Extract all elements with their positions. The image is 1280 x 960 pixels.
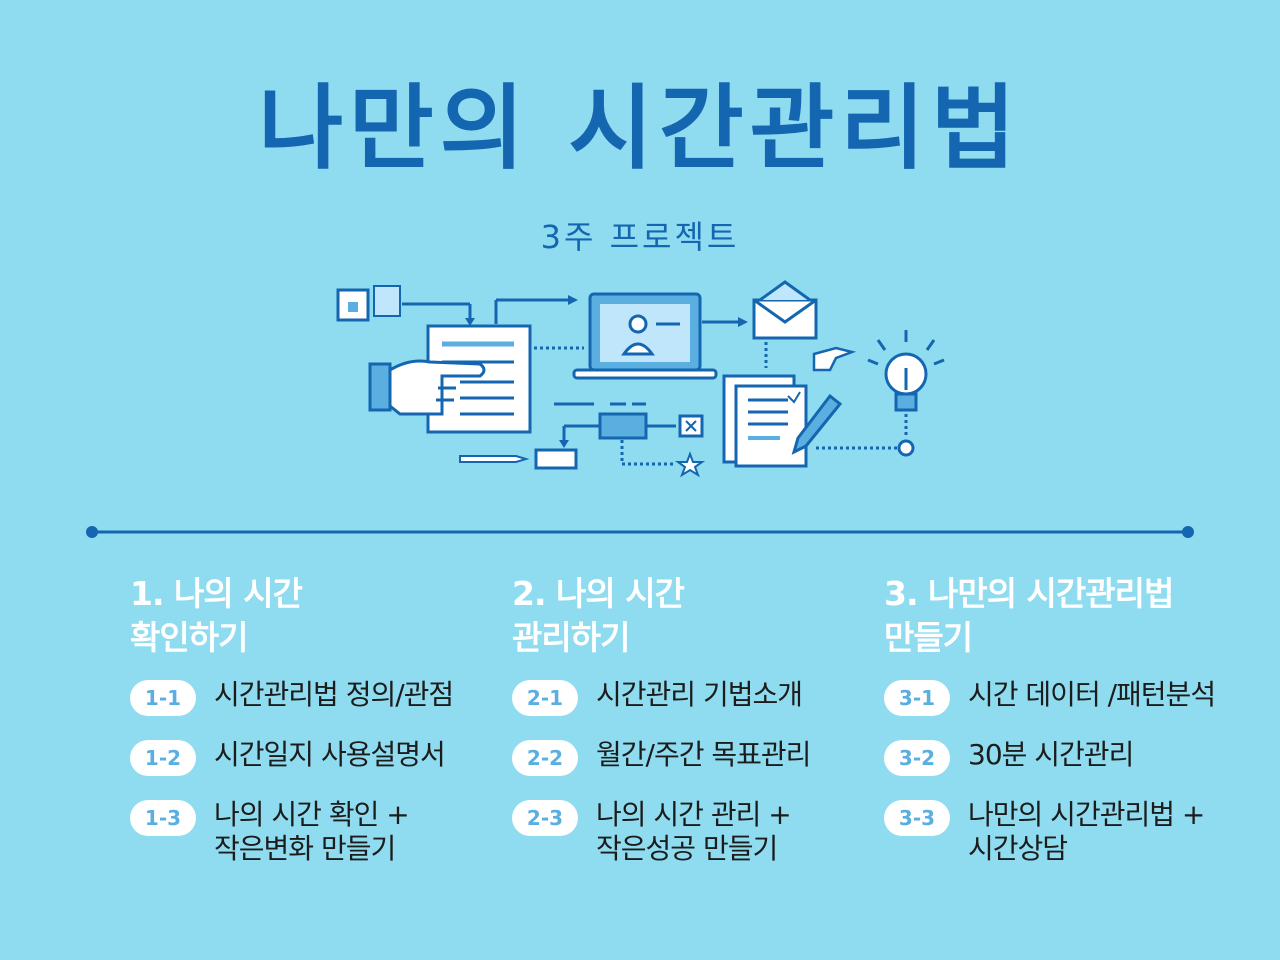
- section-3: 3. 나만의 시간관리법 만들기 3-1 시간 데이터 /패턴분석 3-2 30…: [884, 572, 1244, 865]
- page-subtitle: 3주 프로젝트: [540, 218, 740, 256]
- section-title: 1. 나의 시간 확인하기: [130, 574, 303, 657]
- step-text: 월간/주간 목표관리: [596, 738, 811, 771]
- timeline-divider: [86, 526, 1194, 538]
- document-icon: [336, 285, 401, 322]
- section-1: 1. 나의 시간 확인하기 1-1 시간관리법 정의/관점 1-2 시간일지 사…: [130, 572, 490, 865]
- list-item: 3-1 시간 데이터 /패턴분석: [884, 672, 1244, 732]
- step-text: 시간관리 기법소개: [596, 678, 803, 711]
- step-text: 나만의 시간관리법 + 시간상담: [968, 798, 1205, 865]
- star-icon: [674, 451, 706, 478]
- step-badge: 3-3: [884, 800, 950, 836]
- step-text: 시간일지 사용설명서: [214, 738, 446, 771]
- list-item: 3-3 나만의 시간관리법 + 시간상담: [884, 792, 1244, 865]
- step-text: 나의 시간 관리 + 작은성공 만들기: [596, 798, 792, 865]
- list-item: 2-2 월간/주간 목표관리: [512, 732, 872, 792]
- pencil-icon: [791, 393, 843, 455]
- step-badge: 3-2: [884, 740, 950, 776]
- close-box-icon: [678, 414, 704, 438]
- step-text: 30분 시간관리: [968, 738, 1134, 771]
- step-badge: 2-2: [512, 740, 578, 776]
- laptop-icon: [572, 292, 718, 380]
- section-title: 3. 나만의 시간관리법 만들기: [884, 574, 1174, 657]
- list-item: 2-3 나의 시간 관리 + 작은성공 만들기: [512, 792, 872, 865]
- envelope-icon: [752, 280, 818, 340]
- step-badge: 3-1: [884, 680, 950, 716]
- page-title: 나만의 시간관리법: [258, 75, 1022, 182]
- list-item: 1-3 나의 시간 확인 + 작은변화 만들기: [130, 792, 490, 865]
- section-2: 2. 나의 시간 관리하기 2-1 시간관리 기법소개 2-2 월간/주간 목표…: [512, 572, 872, 865]
- step-text: 시간 데이터 /패턴분석: [968, 678, 1216, 711]
- step-text: 시간관리법 정의/관점: [214, 678, 454, 711]
- step-badge: 1-3: [130, 800, 196, 836]
- step-badge: 1-2: [130, 740, 196, 776]
- step-badge: 2-1: [512, 680, 578, 716]
- list-item: 2-1 시간관리 기법소개: [512, 672, 872, 732]
- list-item: 1-1 시간관리법 정의/관점: [130, 672, 490, 732]
- list-item: 1-2 시간일지 사용설명서: [130, 732, 490, 792]
- list-item: 3-2 30분 시간관리: [884, 732, 1244, 792]
- step-badge: 1-1: [130, 680, 196, 716]
- lightbulb-icon: [867, 330, 945, 412]
- step-text: 나의 시간 확인 + 작은변화 만들기: [214, 798, 410, 865]
- step-badge: 2-3: [512, 800, 578, 836]
- pointing-hand-icon: [368, 359, 486, 416]
- section-title: 2. 나의 시간 관리하기: [512, 574, 685, 657]
- workflow-illustration: [336, 280, 945, 478]
